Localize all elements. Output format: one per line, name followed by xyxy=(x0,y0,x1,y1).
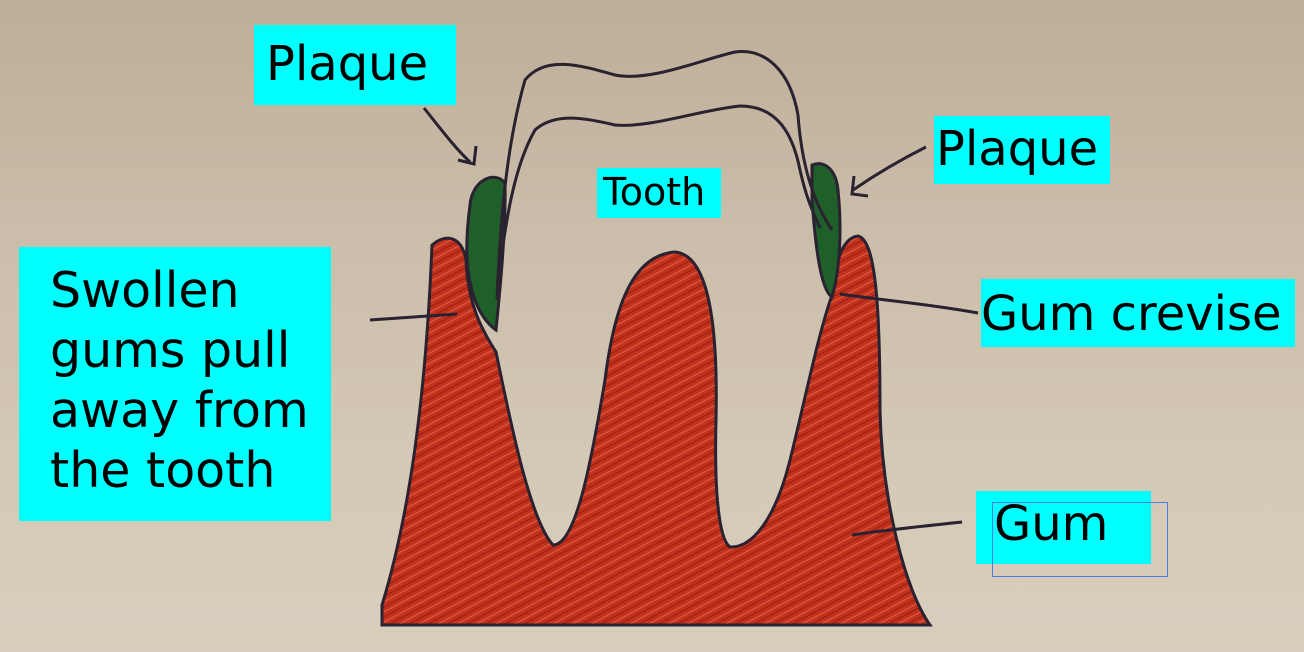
leader-gum xyxy=(851,520,963,537)
plaque-deposit-right xyxy=(810,162,842,300)
arrowhead-plaque-right xyxy=(850,175,869,198)
label-tooth: Tooth xyxy=(597,168,721,218)
tooth-enamel-line xyxy=(495,104,822,286)
label-plaque-left: Plaque xyxy=(254,25,456,105)
plaque-deposit-left xyxy=(465,175,507,333)
label-gum-crevise: Gum crevise xyxy=(981,279,1295,347)
leader-plaque-left xyxy=(422,107,472,164)
tooth-crown xyxy=(495,50,834,301)
selection-frame xyxy=(992,502,1168,577)
leader-swollen-gums xyxy=(369,312,458,322)
arrowhead-plaque-left xyxy=(457,145,478,166)
leader-plaque-right xyxy=(852,145,927,192)
label-gum: Gum xyxy=(976,491,1151,564)
label-plaque-right: Plaque xyxy=(934,116,1110,184)
label-swollen-gums: Swollen gums pull away from the tooth xyxy=(19,247,331,521)
leader-gum-crevise xyxy=(839,292,979,315)
